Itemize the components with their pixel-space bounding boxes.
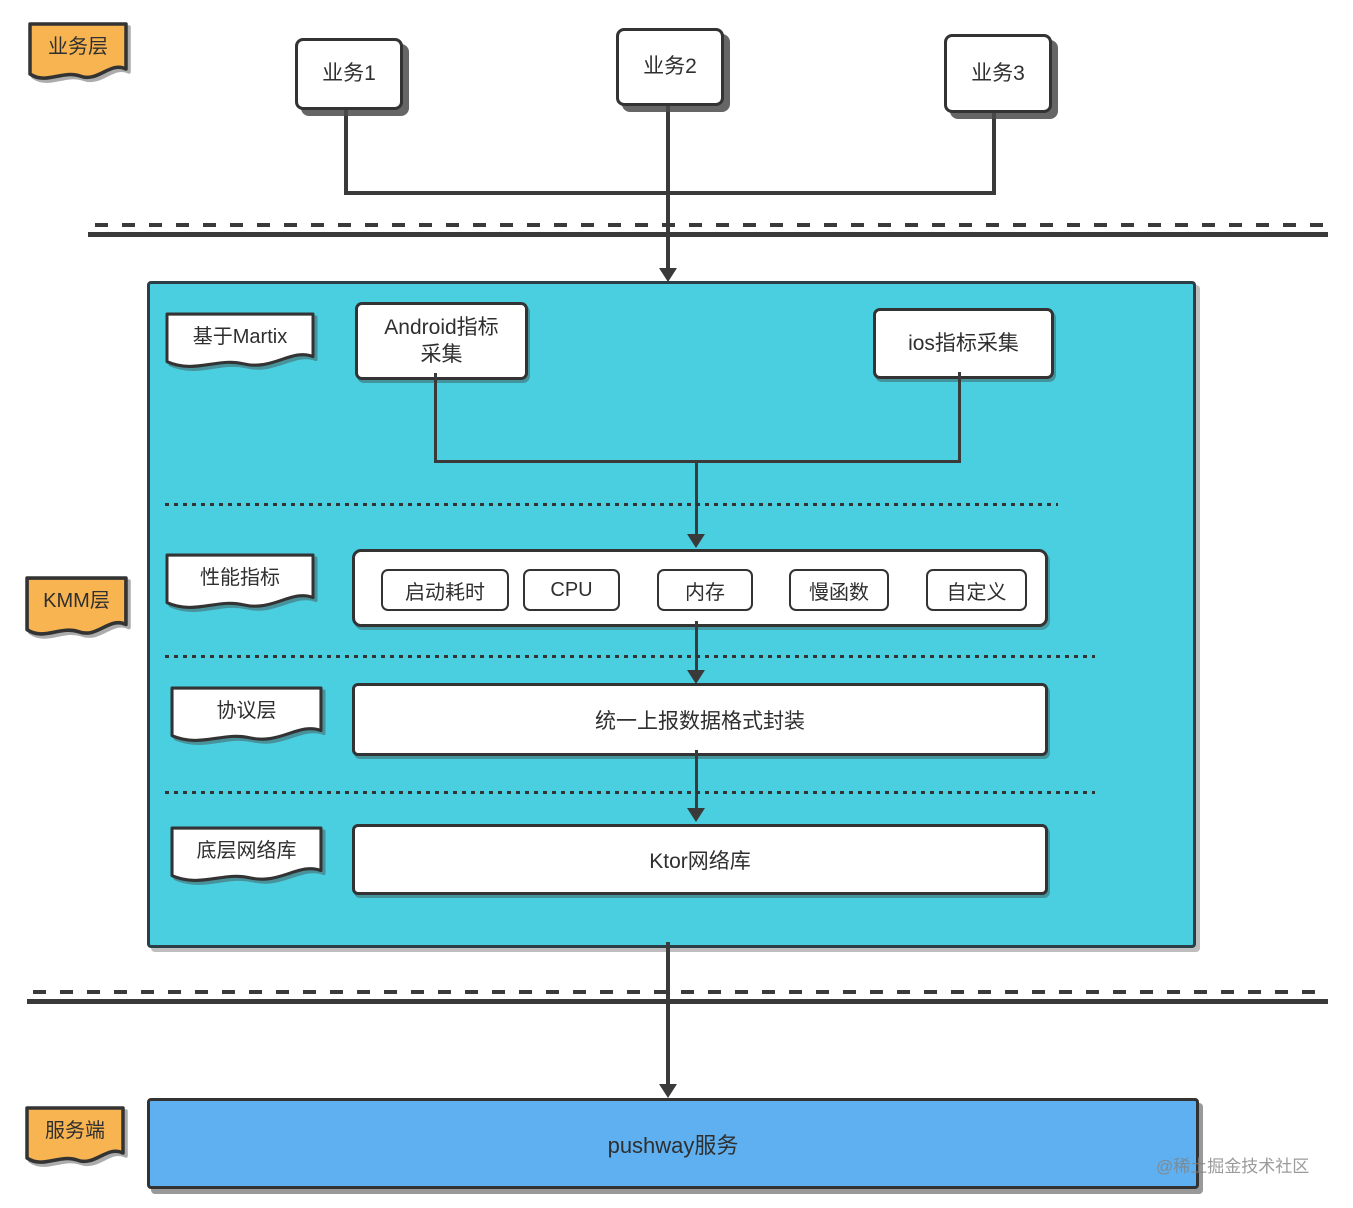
arrowhead-into-pushway xyxy=(659,1084,677,1098)
kmm-dotted-separator-3 xyxy=(165,791,1095,794)
perf-metrics-tag: 性能指标 xyxy=(165,553,315,613)
perf-metrics-label: 性能指标 xyxy=(200,567,280,589)
document-shape-icon xyxy=(170,686,323,742)
connector-main-vertical-bottom xyxy=(666,942,670,1085)
metrics-container: 启动耗时 CPU 内存 慢函数 自定义 xyxy=(352,549,1048,627)
connector-merge-horizontal xyxy=(344,191,996,195)
business-layer-label: 业务层 xyxy=(48,36,108,58)
ktor-bar: Ktor网络库 xyxy=(352,824,1048,895)
protocol-bar: 统一上报数据格式封装 xyxy=(352,683,1048,756)
document-shape-icon xyxy=(25,576,128,636)
network-layer-tag: 底层网络库 xyxy=(170,826,323,886)
arrowhead-into-network xyxy=(687,808,705,822)
biz3-node: 业务3 xyxy=(944,34,1052,113)
metric-label: 慢函数 xyxy=(809,581,869,604)
android-collect-line1: Android指标 xyxy=(384,315,499,339)
android-collect-line2: 采集 xyxy=(420,343,463,366)
server-layer-label: 服务端 xyxy=(45,1120,105,1142)
connector-to-protocol xyxy=(695,621,698,672)
metric-label: 内存 xyxy=(685,581,725,604)
protocol-layer-tag: 协议层 xyxy=(170,686,323,746)
pushway-service-label: pushway服务 xyxy=(607,1132,739,1158)
kmm-dotted-separator-2 xyxy=(165,655,1095,658)
arrowhead-into-kmm xyxy=(659,268,677,282)
connector-to-network xyxy=(695,750,698,810)
ios-collect-label: ios指标采集 xyxy=(908,331,1019,355)
connector-android-vertical xyxy=(434,373,437,462)
arrowhead-into-protocol xyxy=(687,670,705,684)
document-shape-icon xyxy=(25,1106,125,1164)
metric-label: CPU xyxy=(550,578,593,601)
metric-label: 启动耗时 xyxy=(405,581,485,604)
document-shape-icon xyxy=(170,826,323,882)
ios-collect-node: ios指标采集 xyxy=(873,308,1054,379)
android-collect-label: Android指标 采集 xyxy=(384,314,498,369)
separator-bottom-solid xyxy=(27,999,1328,1004)
biz1-node: 业务1 xyxy=(295,38,403,110)
martix-label: 基于Martix xyxy=(192,326,288,348)
connector-biz3-vertical xyxy=(992,106,996,194)
connector-ios-vertical xyxy=(958,372,961,462)
kmm-dotted-separator-1 xyxy=(165,503,1058,506)
martix-tag: 基于Martix xyxy=(165,312,315,372)
connector-biz1-vertical xyxy=(344,103,348,194)
watermark-text: @稀土掘金技术社区 xyxy=(1156,1157,1310,1176)
android-collect-node: Android指标 采集 xyxy=(355,302,528,380)
separator-bottom-dashed xyxy=(33,990,1328,994)
pushway-service-bar: pushway服务 xyxy=(147,1098,1199,1189)
metric-chip-cpu: CPU xyxy=(523,569,620,611)
biz2-node: 业务2 xyxy=(616,28,724,106)
biz1-label: 业务1 xyxy=(322,62,376,86)
kmm-layer-tag: KMM层 xyxy=(25,576,128,642)
metric-chip-startup: 启动耗时 xyxy=(381,569,509,611)
document-shape-icon xyxy=(28,22,128,80)
separator-top-solid xyxy=(88,232,1328,237)
ktor-bar-label: Ktor网络库 xyxy=(649,849,751,873)
kmm-layer-label: KMM层 xyxy=(43,590,110,612)
connector-to-metrics xyxy=(695,460,698,536)
metric-chip-memory: 内存 xyxy=(657,569,753,611)
protocol-layer-label: 协议层 xyxy=(216,700,277,722)
biz3-label: 业务3 xyxy=(971,61,1025,85)
network-layer-label: 底层网络库 xyxy=(196,840,297,862)
business-layer-tag: 业务层 xyxy=(28,22,128,86)
metric-chip-slow-func: 慢函数 xyxy=(789,569,889,611)
document-shape-icon xyxy=(165,312,315,368)
protocol-bar-label: 统一上报数据格式封装 xyxy=(595,709,805,733)
document-shape-icon xyxy=(165,553,315,609)
biz2-label: 业务2 xyxy=(643,55,697,79)
arrowhead-into-metrics xyxy=(687,534,705,548)
server-layer-tag: 服务端 xyxy=(25,1106,125,1170)
separator-top-dashed xyxy=(95,223,1328,227)
metric-label: 自定义 xyxy=(946,581,1007,604)
connector-main-vertical-top xyxy=(666,99,670,269)
metric-chip-custom: 自定义 xyxy=(926,569,1027,611)
